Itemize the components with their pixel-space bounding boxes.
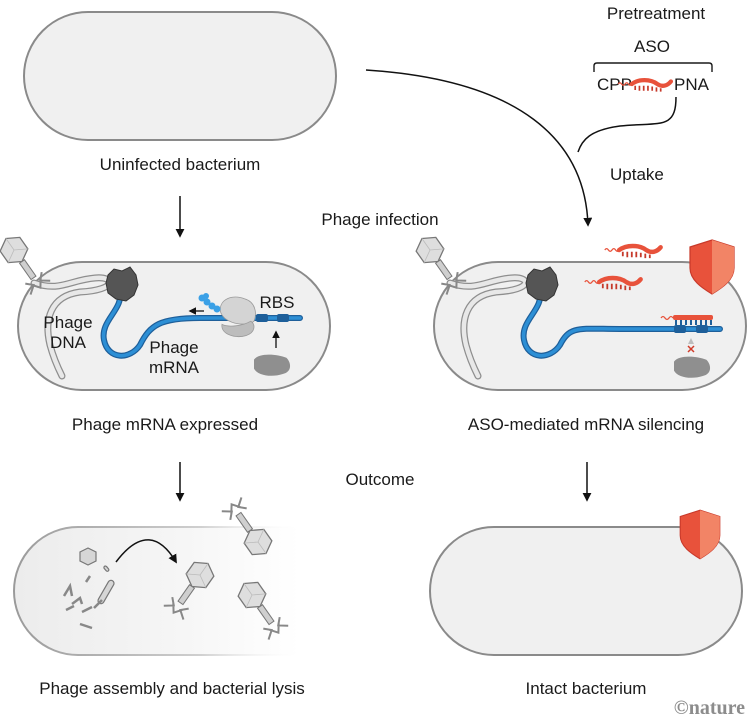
- arrow-to-treated: [365, 69, 593, 227]
- label-rbs: RBS: [260, 293, 295, 312]
- label-aso-silencing: ASO-mediated mRNA silencing: [468, 415, 704, 434]
- label-uptake: Uptake: [610, 165, 664, 184]
- label-outcome: Outcome: [346, 470, 415, 489]
- label-phage-dna-2: DNA: [50, 333, 87, 352]
- uninfected-bacterium-cell: [23, 11, 337, 141]
- label-lysis: Phage assembly and bacterial lysis: [39, 679, 305, 698]
- label-mrna-expressed: Phage mRNA expressed: [72, 415, 258, 434]
- intact-bacterium-cell: [429, 526, 743, 656]
- assembly-arrow: [115, 539, 177, 564]
- phage-parts-icon: [62, 547, 115, 630]
- aso-bracket: [593, 62, 713, 72]
- label-pretreatment: Pretreatment: [607, 4, 706, 23]
- label-phage-mrna-1: Phage: [149, 338, 198, 357]
- aso-treated-bacterium-cell: [433, 261, 747, 391]
- initiation-factor-icon: [674, 356, 711, 378]
- label-intact: Intact bacterium: [526, 679, 647, 698]
- peptide-chain-icon: [198, 293, 221, 313]
- infected-bacterium-cell: [17, 261, 331, 391]
- label-pna: PNA: [674, 75, 710, 94]
- label-cpp: CPP: [597, 75, 632, 94]
- free-aso-icon: [605, 246, 661, 258]
- blocked-binding-icon: [687, 338, 695, 353]
- aso-uptake-line: [577, 96, 677, 153]
- label-aso: ASO: [634, 37, 670, 56]
- ribosome-icon: [219, 296, 256, 337]
- label-phage-mrna-2: mRNA: [149, 358, 200, 377]
- label-phage-infection: Phage infection: [321, 210, 438, 229]
- label-uninfected: Uninfected bacterium: [100, 155, 261, 174]
- initiation-factor-icon: [254, 354, 291, 376]
- nature-credit: ©nature: [674, 697, 745, 719]
- label-phage-dna-1: Phage: [43, 313, 92, 332]
